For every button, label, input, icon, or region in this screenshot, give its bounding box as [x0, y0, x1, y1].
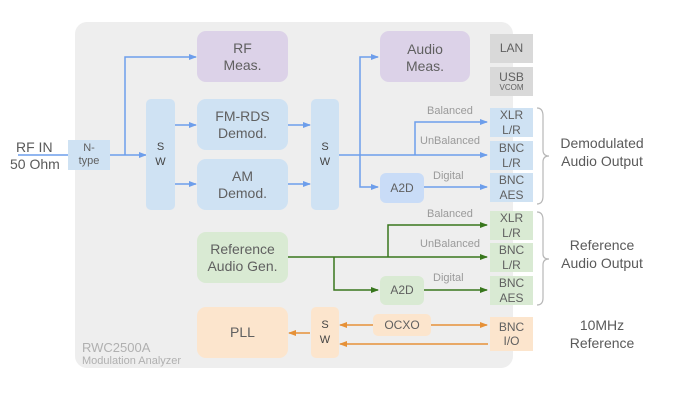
bracket-demod	[536, 107, 550, 205]
rf-in-label: RF IN	[16, 139, 53, 155]
wire-to-a2d	[359, 155, 379, 190]
demod-a2d-block: A2D	[380, 173, 424, 203]
wire-ref-a2d	[333, 257, 379, 293]
reference-a2d-block: A2D	[380, 276, 424, 305]
device-model: RWC2500A	[82, 340, 151, 355]
ref-balanced-label: Balanced	[427, 208, 473, 220]
demod-unbalanced-label: UnBalanced	[420, 135, 480, 147]
demod-balanced-label: Balanced	[427, 105, 473, 117]
n-type-connector[interactable]: N- type	[68, 140, 110, 170]
clock-switch: S W	[311, 307, 339, 358]
ref-unbalanced-label: UnBalanced	[420, 238, 480, 250]
reference-audio-gen-block: Reference Audio Gen.	[197, 232, 288, 283]
demod-output-group-label: Demodulated Audio Output	[560, 135, 644, 169]
device-subtitle: Modulation Analyzer	[82, 355, 182, 367]
audio-meas-block: Audio Meas.	[380, 31, 470, 82]
ref-bnc-lr-port[interactable]: BNC L/R	[490, 243, 533, 272]
usb-vcom-label: VCOM	[499, 82, 524, 92]
ref-digital-label: Digital	[433, 272, 464, 284]
rf-meas-block: RF Meas.	[197, 31, 288, 82]
bracket-reference	[536, 211, 550, 306]
demod-switch: S W	[311, 99, 339, 210]
ref-clock-label: 10MHz Reference	[569, 317, 635, 351]
lan-port[interactable]: LAN	[490, 34, 533, 63]
demod-xlr-port[interactable]: XLR L/R	[490, 108, 533, 137]
wire-to-balanced	[414, 119, 488, 155]
reference-output-group-label: Reference Audio Output	[561, 237, 643, 271]
input-switch: S W	[146, 99, 175, 210]
ref-xlr-port[interactable]: XLR L/R	[490, 211, 533, 240]
rf-impedance-label: 50 Ohm	[10, 156, 60, 172]
pll-block: PLL	[197, 307, 288, 358]
usb-port[interactable]: USB VCOM	[490, 67, 533, 96]
am-demod-block: AM Demod.	[197, 159, 288, 210]
ocxo-block: OCXO	[373, 314, 431, 336]
demod-bnc-lr-port[interactable]: BNC L/R	[490, 141, 533, 170]
bnc-io-port[interactable]: BNC I/O	[490, 317, 533, 351]
wire-to-audio-meas	[359, 54, 379, 155]
usb-label: USB	[499, 70, 524, 84]
wire-to-rf-meas	[124, 54, 197, 155]
demod-bnc-aes-port[interactable]: BNC AES	[490, 173, 533, 202]
fm-rds-demod-block: FM-RDS Demod.	[197, 99, 288, 150]
wire-ref-bal	[387, 222, 488, 257]
demod-digital-label: Digital	[433, 170, 464, 182]
ref-bnc-aes-port[interactable]: BNC AES	[490, 276, 533, 305]
